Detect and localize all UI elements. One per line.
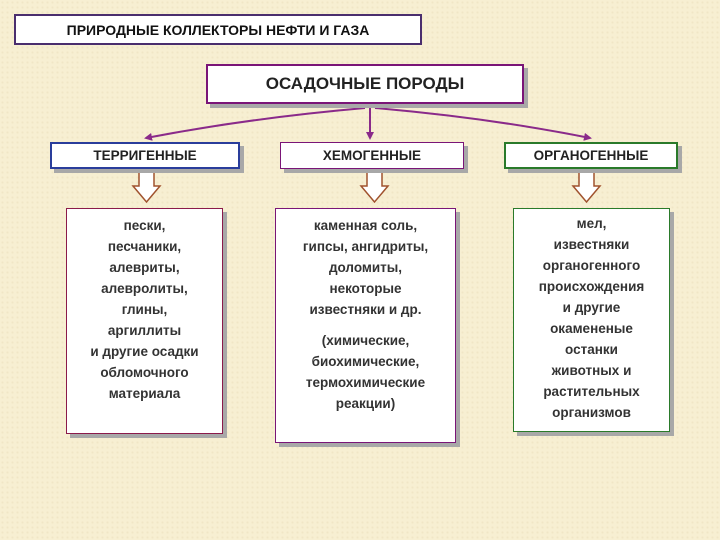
detail-line: пески, — [123, 218, 166, 233]
connector-to-organogenic — [374, 107, 592, 141]
detail-line: обломочного — [100, 365, 189, 380]
down-arrow-icon — [131, 171, 162, 204]
detail-line: алевриты, — [109, 260, 180, 275]
detail-line: организмов — [552, 405, 631, 420]
detail-line: глины, — [121, 302, 168, 317]
detail-line: окамененые — [550, 321, 633, 336]
note-line: биохимические, — [311, 354, 420, 369]
category-organogenic: ОРГАНОГЕННЫЕ — [504, 142, 678, 169]
down-arrow-icon — [571, 171, 602, 204]
details-organogenic: мел, известняки органогенного происхожде… — [513, 208, 670, 432]
detail-line: и другие — [562, 300, 621, 315]
detail-line: материала — [108, 386, 181, 401]
detail-line: останки — [565, 342, 618, 357]
detail-line: песчаники, — [107, 239, 182, 254]
note-line: реакции) — [335, 396, 396, 411]
root-node: ОСАДОЧНЫЕ ПОРОДЫ — [206, 64, 524, 104]
detail-line: животных и — [551, 363, 632, 378]
detail-line: аргиллиты — [107, 323, 182, 338]
detail-line: органогенного — [542, 258, 641, 273]
detail-line: гипсы, ангидриты, — [302, 239, 429, 254]
detail-line: и другие осадки — [90, 344, 199, 359]
category-terrigenous: ТЕРРИГЕННЫЕ — [50, 142, 240, 169]
detail-line: известняки — [553, 237, 630, 252]
slide-title: ПРИРОДНЫЕ КОЛЛЕКТОРЫ НЕФТИ И ГАЗА — [14, 14, 422, 45]
details-terrigenous: пески, песчаники, алевриты, алевролиты, … — [66, 208, 223, 434]
connector-to-terrigenous — [144, 107, 366, 141]
detail-line: растительных — [543, 384, 640, 399]
detail-line: некоторые — [329, 281, 402, 296]
note-line: термохимические — [305, 375, 426, 390]
detail-line: известняки и др. — [309, 302, 422, 317]
category-chemogenic: ХЕМОГЕННЫЕ — [280, 142, 464, 169]
detail-line: мел, — [576, 216, 607, 231]
detail-note: (химические, биохимические, термохимичес… — [276, 330, 455, 414]
note-line: (химические, — [321, 333, 410, 348]
detail-line: каменная соль, — [313, 218, 418, 233]
detail-line: алевролиты, — [101, 281, 188, 296]
down-arrow-icon — [359, 171, 390, 204]
details-chemogenic: каменная соль, гипсы, ангидриты, доломит… — [275, 208, 456, 443]
detail-line: происхождения — [538, 279, 645, 294]
detail-line: доломиты, — [328, 260, 403, 275]
